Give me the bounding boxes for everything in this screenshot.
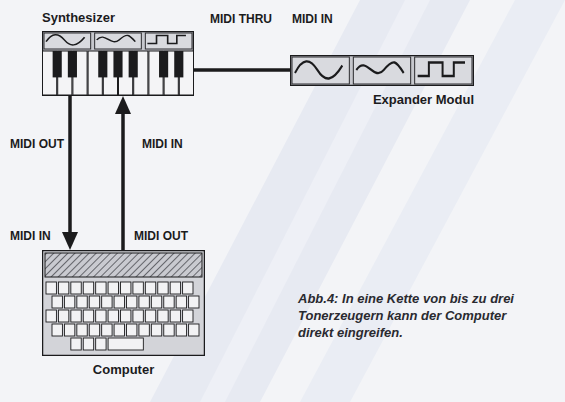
computer-device: Computer	[42, 250, 205, 378]
midi-cable	[194, 70, 290, 71]
synthesizer-device: Synthesizer	[42, 10, 194, 96]
device-name: Expander Modul	[290, 92, 474, 108]
device-name: Synthesizer	[42, 10, 194, 26]
midi-cable	[115, 96, 131, 250]
arrow-head	[115, 96, 131, 114]
port-label: MIDI OUT	[132, 229, 190, 243]
arrow-head	[62, 232, 78, 250]
expander-module: Expander Modul	[290, 55, 474, 108]
device-illustration	[42, 31, 194, 96]
device-illustration	[290, 55, 474, 86]
midi-cable	[62, 96, 78, 250]
port-label: MIDI IN	[290, 12, 335, 26]
port-label: MIDI IN	[140, 137, 185, 151]
port-label: MIDI IN	[8, 229, 53, 243]
device-name: Computer	[42, 362, 205, 378]
device-illustration	[42, 250, 205, 356]
port-label: MIDI OUT	[8, 137, 66, 151]
figure-caption: Abb.4: In eine Kette von bis zu drei Ton…	[298, 290, 518, 341]
port-label: MIDI THRU	[208, 12, 274, 26]
